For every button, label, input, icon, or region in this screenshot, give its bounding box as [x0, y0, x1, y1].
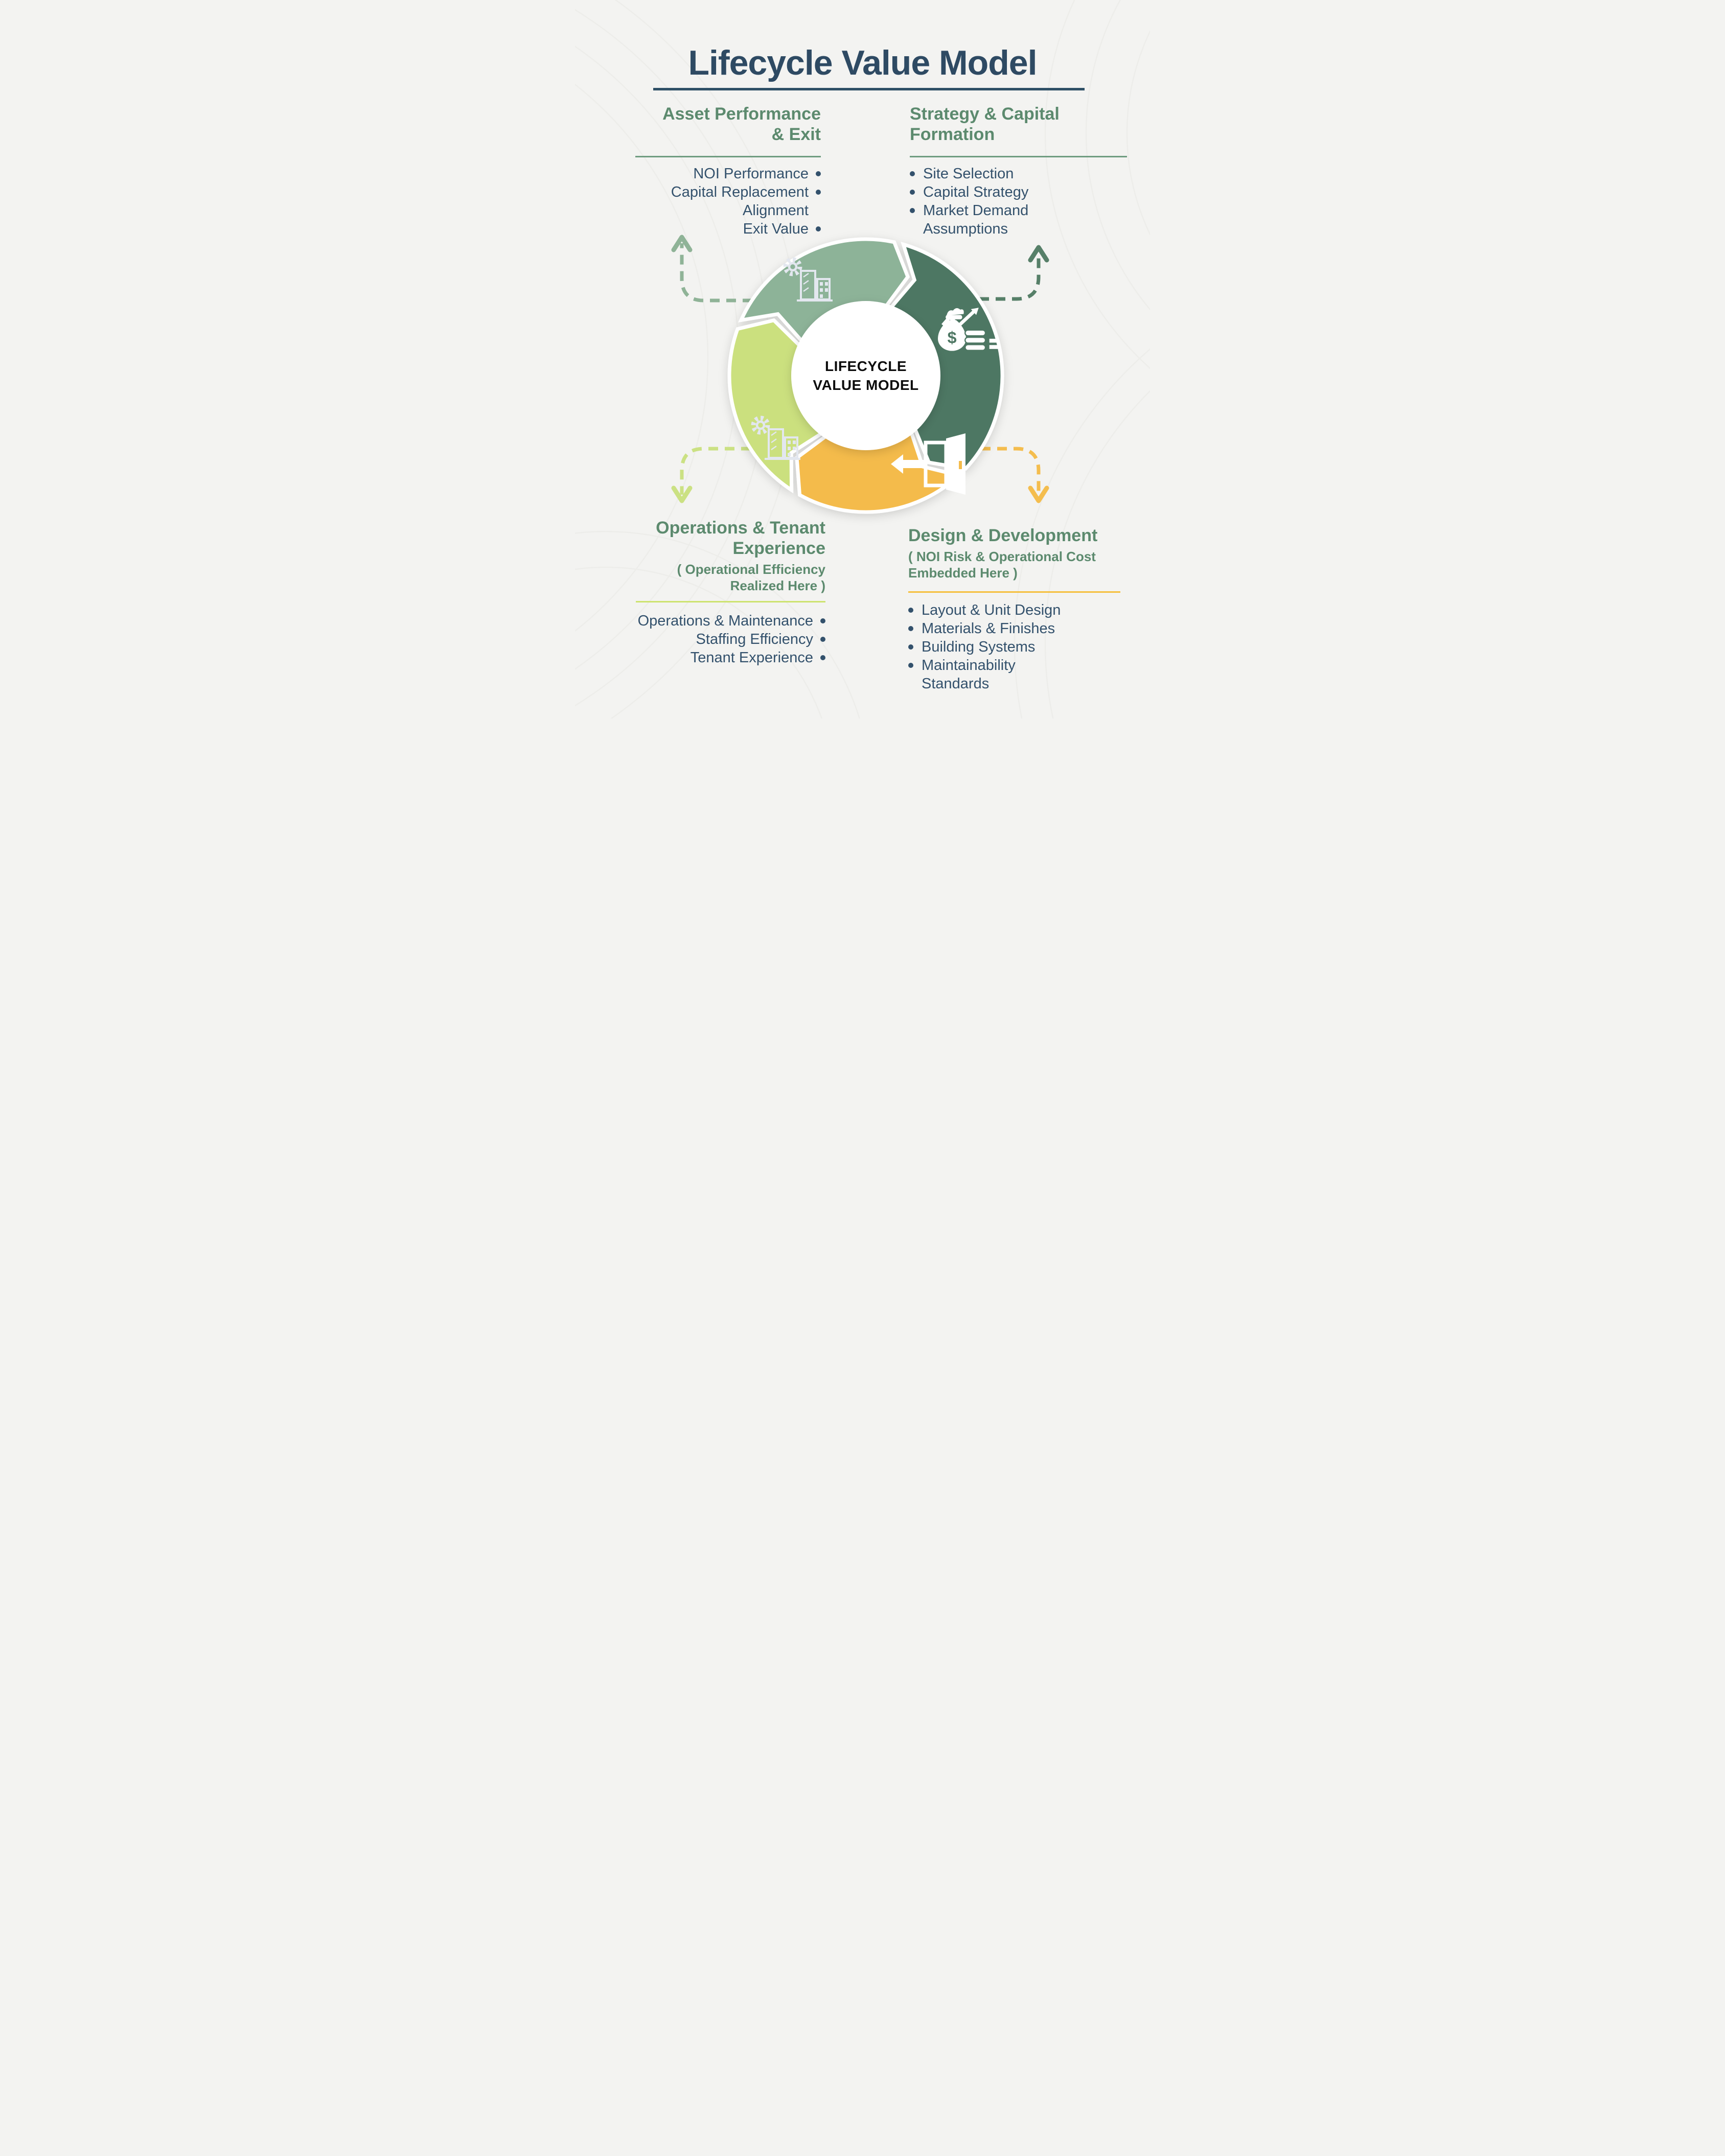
bullet-list: Layout & Unit Design Materials & Finishe…	[908, 601, 1077, 693]
list-item-text: Building Systems	[922, 639, 1036, 655]
list-item: Building Systems	[908, 638, 1077, 656]
money-bag-growth-icon: $	[938, 308, 999, 351]
section-underline	[635, 156, 821, 157]
section-underline	[636, 601, 825, 602]
arrow-down-icon	[1028, 485, 1049, 503]
dashed-arrow-design	[981, 447, 1049, 503]
bullet-dot-icon	[908, 644, 913, 650]
list-item-text: Materials & Finishes	[922, 620, 1055, 637]
bullet-dot-icon	[910, 208, 915, 213]
subheading-line: Embedded Here )	[908, 565, 1018, 581]
bullet-dot-icon	[816, 171, 821, 176]
bullet-dot-icon	[910, 190, 915, 195]
list-item-text: Capital Replacement Alignment	[671, 184, 809, 219]
bullet-dot-icon	[820, 618, 825, 623]
list-item-text: Staffing Efficiency	[696, 631, 813, 647]
bullet-dot-icon	[820, 655, 825, 660]
section-heading: Asset Performance & Exit	[635, 104, 821, 145]
heading-line: Asset Performance	[662, 104, 821, 124]
list-item-text: Operations & Maintenance	[637, 613, 813, 629]
heading-line: Experience	[732, 539, 825, 558]
arrow-up-icon	[1028, 245, 1049, 263]
section-heading: Strategy & Capital Formation	[910, 104, 1135, 145]
bullet-dot-icon	[820, 637, 825, 642]
heading-line: Operations & Tenant	[656, 518, 825, 538]
center-title-line1: LIFECYCLE	[825, 358, 907, 374]
bullet-dot-icon	[816, 226, 821, 231]
page-title: Lifecycle Value Model	[688, 43, 1038, 82]
heading-line: & Exit	[771, 125, 821, 144]
section-underline	[910, 156, 1127, 157]
title-underline	[653, 88, 1085, 90]
list-item-text: Layout & Unit Design	[922, 602, 1061, 618]
list-item-text: Market Demand Assumptions	[923, 202, 1029, 237]
list-item-text: NOI Performance	[693, 166, 809, 182]
subheading-line: ( NOI Risk & Operational Cost	[908, 549, 1096, 564]
list-item: Tenant Experience	[626, 648, 825, 667]
gear-icon	[783, 257, 802, 276]
bullet-dot-icon	[816, 190, 821, 195]
center-circle	[791, 301, 940, 450]
gear-buildings-icon	[783, 257, 833, 302]
list-item: Capital Replacement Alignment	[635, 183, 821, 220]
dashed-arrow-operations	[671, 447, 751, 503]
lifecycle-cycle-diagram: $ LIFECYCLE VAL	[671, 235, 1049, 514]
heading-line: Formation	[910, 125, 995, 144]
section-subheading: ( Operational Efficiency Realized Here )	[626, 561, 825, 594]
section-design-development: Design & Development ( NOI Risk & Operat…	[908, 525, 1136, 693]
list-item: Maintainability Standards	[908, 656, 1077, 693]
heading-line: Design & Development	[908, 526, 1098, 545]
center-title-line2: VALUE MODEL	[813, 377, 918, 393]
list-item: Exit Value	[635, 220, 821, 238]
arrow-up-icon	[671, 235, 693, 252]
dashed-arrow-asset	[671, 235, 752, 303]
section-heading: Design & Development	[908, 525, 1136, 546]
infographic-page: Lifecycle Value Model Asset Performance …	[575, 0, 1150, 718]
arrow-left-icon	[891, 454, 903, 474]
list-item: Staffing Efficiency	[626, 630, 825, 648]
bullet-list: NOI Performance Capital Replacement Alig…	[635, 165, 821, 238]
section-strategy-capital: Strategy & Capital Formation Site Select…	[910, 104, 1135, 238]
exit-door-icon	[891, 433, 965, 495]
heading-line: Strategy & Capital	[910, 104, 1060, 124]
list-item: Operations & Maintenance	[626, 612, 825, 630]
section-heading: Operations & Tenant Experience	[626, 518, 825, 559]
section-asset-performance: Asset Performance & Exit NOI Performance…	[635, 104, 821, 238]
list-item: NOI Performance	[635, 165, 821, 183]
list-item-text: Maintainability Standards	[922, 657, 1016, 692]
gear-buildings-icon	[751, 415, 800, 460]
section-underline	[908, 591, 1120, 593]
bullet-dot-icon	[910, 171, 915, 176]
list-item: Materials & Finishes	[908, 619, 1077, 638]
section-subheading: ( NOI Risk & Operational Cost Embedded H…	[908, 548, 1136, 581]
dollar-sign-icon: $	[948, 328, 957, 346]
gear-icon	[751, 415, 770, 435]
list-item-text: Site Selection	[923, 166, 1014, 182]
list-item: Market Demand Assumptions	[910, 201, 1099, 238]
bullet-list: Site Selection Capital Strategy Market D…	[910, 165, 1099, 238]
bullet-dot-icon	[908, 608, 913, 613]
bullet-dot-icon	[908, 626, 913, 631]
list-item: Capital Strategy	[910, 183, 1099, 201]
bullet-list: Operations & Maintenance Staffing Effici…	[626, 612, 825, 667]
subheading-line: ( Operational Efficiency	[677, 562, 825, 577]
list-item-text: Capital Strategy	[923, 184, 1029, 200]
dashed-arrow-strategy	[979, 245, 1049, 301]
coin-stack-icon	[964, 329, 986, 351]
list-item-text: Tenant Experience	[690, 650, 813, 666]
list-item: Site Selection	[910, 165, 1099, 183]
list-item-text: Exit Value	[743, 221, 809, 237]
arrow-down-icon	[671, 485, 693, 503]
bullet-dot-icon	[908, 663, 913, 668]
subheading-line: Realized Here )	[730, 578, 825, 593]
section-operations-tenant: Operations & Tenant Experience ( Operati…	[626, 518, 825, 667]
list-item: Layout & Unit Design	[908, 601, 1077, 619]
